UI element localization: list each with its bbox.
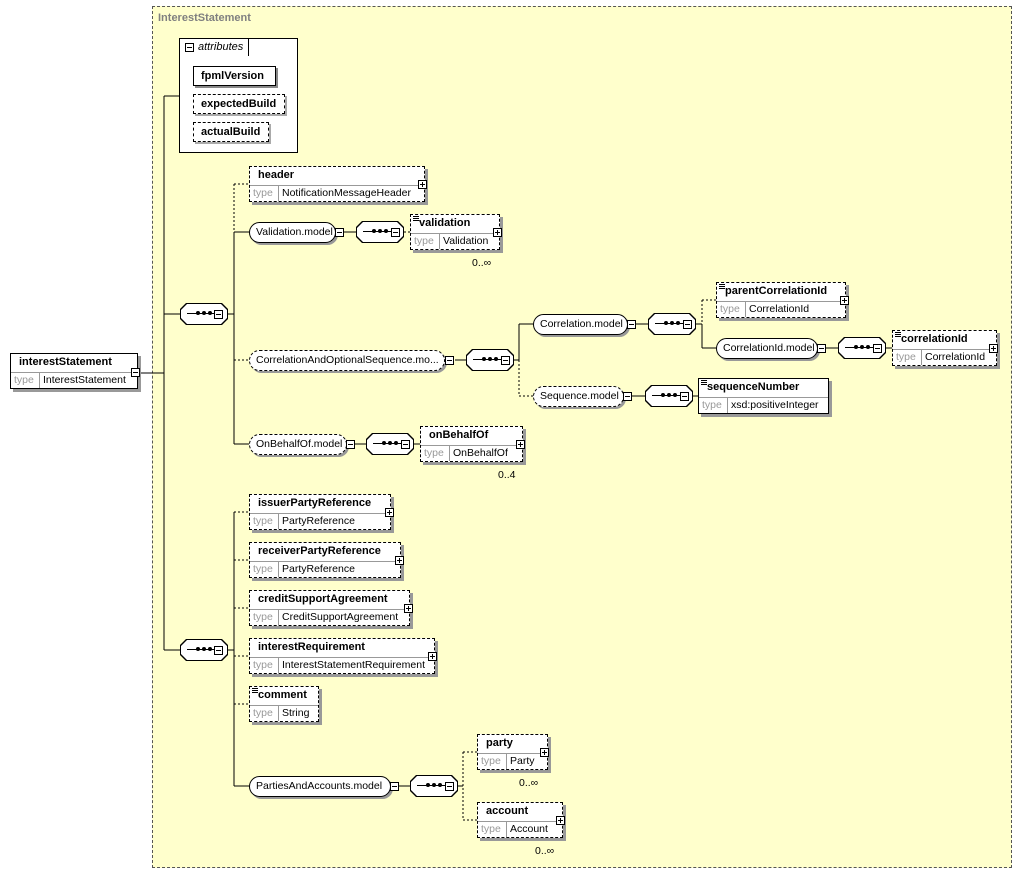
- attribute-expected-build[interactable]: expectedBuild: [193, 94, 285, 114]
- collapse-icon[interactable]: [683, 320, 692, 329]
- collapse-icon[interactable]: [185, 43, 194, 52]
- sequence-compositor[interactable]: [838, 337, 886, 359]
- sequence-compositor[interactable]: [410, 775, 458, 797]
- collapse-icon[interactable]: [873, 344, 882, 353]
- collapse-icon[interactable]: [623, 392, 632, 401]
- collapse-icon[interactable]: [401, 440, 410, 449]
- element-validation[interactable]: validation type Validation: [410, 214, 500, 250]
- sequence-compositor[interactable]: [648, 313, 696, 335]
- sequence-compositor[interactable]: [645, 385, 693, 407]
- sequence-compositor[interactable]: [180, 303, 228, 325]
- expand-icon[interactable]: [516, 440, 525, 449]
- element-account[interactable]: account type Account: [477, 802, 563, 838]
- group-correlation-and-optional-sequence[interactable]: CorrelationAndOptionalSequence.mo...: [249, 350, 445, 371]
- element-comment[interactable]: comment type String: [249, 686, 319, 722]
- collapse-icon[interactable]: [391, 228, 400, 237]
- attribute-fpml-version[interactable]: fpmlVersion: [193, 66, 276, 86]
- element-party[interactable]: party type Party: [477, 734, 548, 770]
- collapse-icon[interactable]: [445, 782, 454, 791]
- element-sequence-number[interactable]: sequenceNumber type xsd:positiveInteger: [698, 378, 829, 414]
- group-validation-model[interactable]: Validation.model: [249, 222, 336, 243]
- collapse-icon[interactable]: [346, 440, 355, 449]
- element-correlation-id[interactable]: correlationId type CorrelationId: [892, 330, 997, 366]
- cardinality-label: 0..∞: [472, 257, 492, 269]
- group-correlation-id-model[interactable]: CorrelationId.model: [716, 338, 818, 359]
- expand-icon[interactable]: [493, 228, 502, 237]
- expand-icon[interactable]: [404, 604, 413, 613]
- group-sequence-model[interactable]: Sequence.model: [533, 386, 624, 407]
- element-on-behalf-of[interactable]: onBehalfOf type OnBehalfOf: [420, 426, 523, 462]
- collapse-icon[interactable]: [501, 356, 510, 365]
- expand-icon[interactable]: [385, 508, 394, 517]
- collapse-icon[interactable]: [390, 782, 399, 791]
- element-receiver-party-reference[interactable]: receiverPartyReference type PartyReferen…: [249, 542, 401, 578]
- sequence-compositor[interactable]: [356, 221, 404, 243]
- sequence-compositor[interactable]: [366, 433, 414, 455]
- collapse-icon[interactable]: [445, 356, 454, 365]
- sequence-compositor[interactable]: [180, 639, 228, 661]
- element-header[interactable]: header type NotificationMessageHeader: [249, 166, 425, 202]
- collapse-icon[interactable]: [214, 646, 223, 655]
- group-on-behalf-of-model[interactable]: OnBehalfOf.model: [249, 434, 347, 455]
- root-element-interest-statement[interactable]: interestStatement type InterestStatement: [10, 353, 138, 389]
- complex-type-title: InterestStatement: [158, 12, 251, 24]
- collapse-icon[interactable]: [627, 320, 636, 329]
- collapse-icon[interactable]: [817, 344, 826, 353]
- group-correlation-model[interactable]: Correlation.model: [533, 314, 628, 335]
- element-issuer-party-reference[interactable]: issuerPartyReference type PartyReference: [249, 494, 391, 530]
- collapse-icon[interactable]: [680, 392, 689, 401]
- expand-icon[interactable]: [989, 344, 998, 353]
- cardinality-label: 0..∞: [519, 777, 539, 789]
- collapse-icon[interactable]: [335, 228, 344, 237]
- element-interest-requirement[interactable]: interestRequirement type InterestStateme…: [249, 638, 435, 674]
- attributes-label: attributes: [198, 41, 244, 53]
- element-credit-support-agreement[interactable]: creditSupportAgreement type CreditSuppor…: [249, 590, 410, 626]
- attributes-tab: [179, 38, 249, 56]
- expand-icon[interactable]: [840, 296, 849, 305]
- element-parent-correlation-id[interactable]: parentCorrelationId type CorrelationId: [716, 282, 846, 318]
- collapse-icon[interactable]: [214, 310, 223, 319]
- cardinality-label: 0..∞: [535, 845, 555, 857]
- expand-icon[interactable]: [540, 748, 549, 757]
- expand-icon[interactable]: [428, 652, 437, 661]
- expand-icon[interactable]: [418, 180, 427, 189]
- group-parties-and-accounts-model[interactable]: PartiesAndAccounts.model: [249, 776, 391, 797]
- collapse-icon[interactable]: [131, 368, 140, 377]
- expand-icon[interactable]: [556, 816, 565, 825]
- sequence-compositor[interactable]: [466, 349, 514, 371]
- cardinality-label: 0..4: [498, 469, 516, 481]
- expand-icon[interactable]: [395, 556, 404, 565]
- attribute-actual-build[interactable]: actualBuild: [193, 122, 269, 142]
